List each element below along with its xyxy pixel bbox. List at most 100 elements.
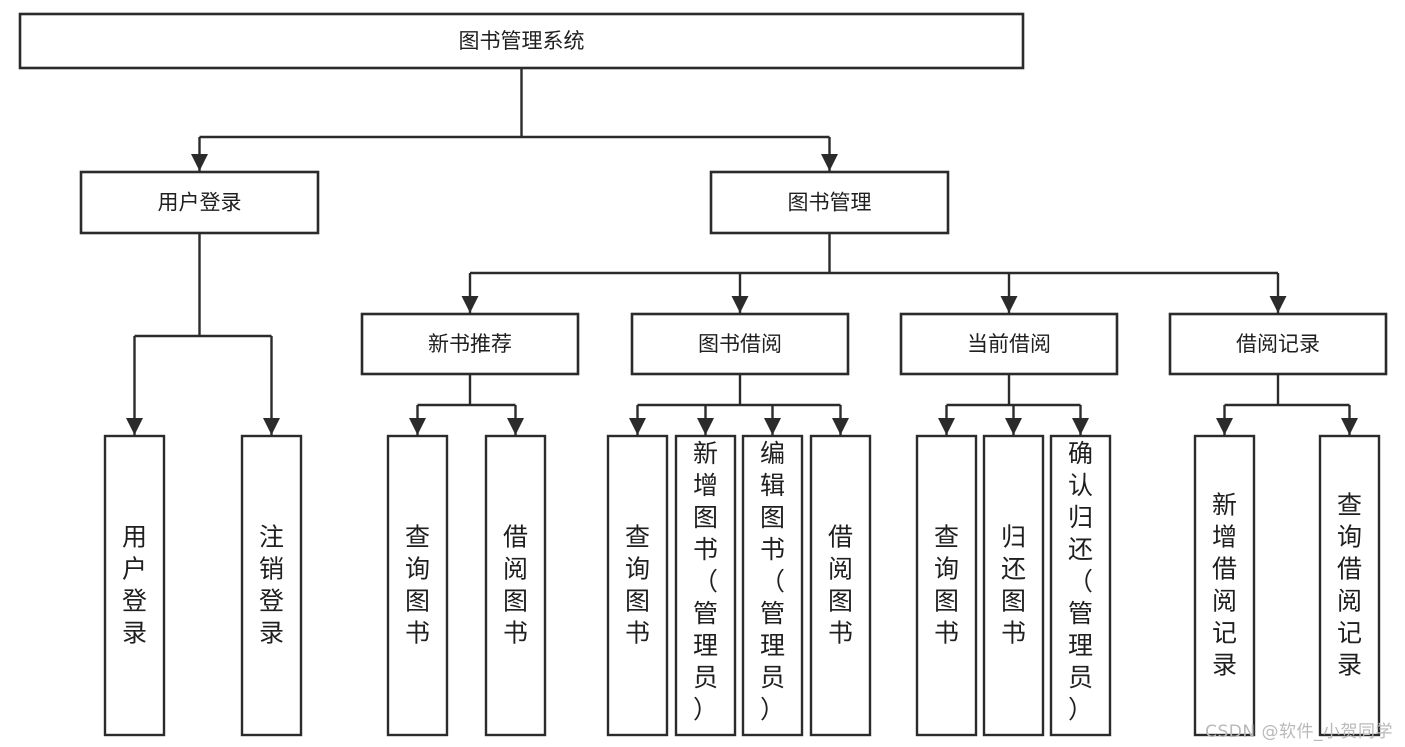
current-arrow-0: [938, 418, 955, 435]
level1-node-1-label: 图书管理: [788, 191, 872, 215]
svg-text:阅: 阅: [828, 555, 853, 584]
level2-node-0[interactable]: 新书推荐: [360, 312, 580, 376]
level1-node-0[interactable]: 用户登录: [79, 170, 320, 235]
root-node-box[interactable]: [18, 12, 1025, 70]
level2-node-1-box[interactable]: [630, 312, 850, 376]
user-arrow-0: [126, 418, 143, 435]
level2-node-1-label: 图书借阅: [698, 332, 782, 356]
svg-text:记: 记: [1337, 619, 1362, 648]
level2-node-2-box[interactable]: [899, 312, 1119, 376]
leaf-node-12-box[interactable]: [1318, 434, 1381, 737]
svg-text:（: （: [1068, 567, 1093, 596]
record-arrow-1: [1341, 418, 1358, 435]
svg-text:询: 询: [405, 555, 430, 584]
svg-text:员: 员: [1068, 663, 1093, 692]
leaf-node-8-box[interactable]: [915, 434, 978, 737]
leaf-node-0-box[interactable]: [103, 434, 166, 737]
level2-node-1[interactable]: 图书借阅: [630, 312, 850, 376]
current-arrow-1: [1005, 418, 1022, 435]
svg-text:借: 借: [503, 523, 528, 552]
leaf-node-4-box[interactable]: [606, 434, 669, 737]
borrow-arrow-0: [629, 418, 646, 435]
user-arrow-1: [263, 418, 280, 435]
svg-text:书: 书: [503, 619, 528, 648]
svg-text:（: （: [760, 567, 785, 596]
level2-node-2[interactable]: 当前借阅: [899, 312, 1119, 376]
leaf-node-10-box[interactable]: [1049, 434, 1112, 737]
svg-text:书: 书: [693, 535, 718, 564]
books-arrow-2: [1000, 296, 1018, 313]
level2-node-3-box[interactable]: [1168, 312, 1388, 376]
svg-text:图: 图: [625, 587, 650, 616]
leaf-node-11-box[interactable]: [1193, 434, 1256, 737]
svg-text:图: 图: [828, 587, 853, 616]
svg-text:查: 查: [405, 523, 430, 552]
svg-text:辑: 辑: [760, 471, 785, 500]
newbook-arrow-0: [409, 418, 426, 435]
svg-text:还: 还: [1001, 555, 1026, 584]
root-arrow-0: [191, 154, 208, 171]
borrow-arrow-1: [697, 418, 714, 435]
svg-text:借: 借: [1212, 555, 1237, 584]
level1-node-1-box[interactable]: [709, 170, 950, 235]
csdn-watermark: CSDN @软件_小贺同学: [1205, 722, 1393, 742]
svg-text:图: 图: [760, 503, 785, 532]
leaf-node-2-box[interactable]: [386, 434, 449, 737]
root-node[interactable]: 图书管理系统: [18, 12, 1025, 70]
svg-text:新: 新: [1212, 491, 1237, 520]
level2-node-0-label: 新书推荐: [428, 332, 512, 356]
leaf-node-9-box[interactable]: [982, 434, 1045, 737]
current-arrow-2: [1072, 418, 1089, 435]
svg-text:询: 询: [625, 555, 650, 584]
svg-text:）: ）: [760, 695, 785, 724]
svg-text:认: 认: [1068, 471, 1093, 500]
svg-text:员: 员: [693, 663, 718, 692]
svg-text:书: 书: [625, 619, 650, 648]
leaf-node-1-box[interactable]: [240, 434, 303, 737]
root-arrow-1: [821, 154, 838, 171]
level2-node-0-box[interactable]: [360, 312, 580, 376]
level2-node-3-label: 借阅记录: [1236, 332, 1320, 356]
svg-text:编: 编: [760, 439, 785, 468]
level1-node-0-label: 用户登录: [158, 191, 242, 215]
level1-node-1[interactable]: 图书管理: [709, 170, 950, 235]
leaf-node-5-box[interactable]: [674, 434, 737, 737]
svg-text:注: 注: [259, 523, 284, 552]
leaf-node-7-box[interactable]: [809, 434, 872, 737]
svg-text:）: ）: [693, 695, 718, 724]
svg-text:管: 管: [1068, 599, 1093, 628]
svg-text:书: 书: [934, 619, 959, 648]
svg-text:用: 用: [122, 523, 147, 552]
level2-node-3[interactable]: 借阅记录: [1168, 312, 1388, 376]
leaf-node-3-box[interactable]: [484, 434, 547, 737]
borrow-arrow-2: [764, 418, 781, 435]
svg-text:查: 查: [934, 523, 959, 552]
leaf-node-6-box[interactable]: [741, 434, 804, 737]
svg-text:录: 录: [1212, 651, 1237, 680]
level1-node-0-box[interactable]: [79, 170, 320, 235]
leaf-node-0[interactable]: 用户登录: [103, 434, 166, 737]
leaf-node-0-label: 用户登录: [122, 523, 147, 648]
record-arrow-0: [1216, 418, 1233, 435]
